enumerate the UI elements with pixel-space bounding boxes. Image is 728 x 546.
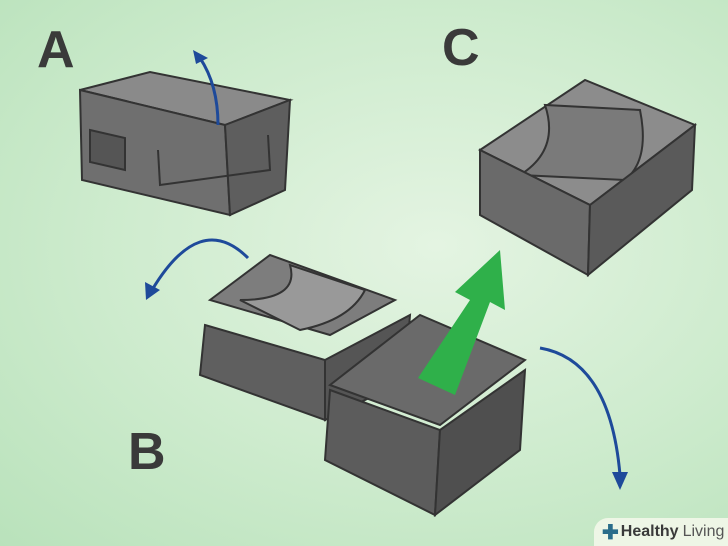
watermark-brand-bold: Healthy [620,523,679,540]
lift-arrowhead [193,50,208,64]
watermark-brand-light: Living [682,523,725,540]
ferrite-core-half [478,78,697,278]
flip-arrowhead-right [612,472,628,490]
flip-arrowhead-left [145,282,160,300]
lift-arrow-blue [198,57,220,126]
label-a: A [37,21,75,79]
watermark: ✚ Healthy Living [594,518,728,546]
remove-core-arrow-green [418,250,505,395]
label-b: B [128,423,166,481]
plus-leaf-icon: ✚ [602,521,619,544]
flip-arrow-left [150,238,250,291]
assembled-ferrite-box [78,70,294,217]
label-c: C [442,19,480,77]
flip-arrow-right [539,346,622,476]
